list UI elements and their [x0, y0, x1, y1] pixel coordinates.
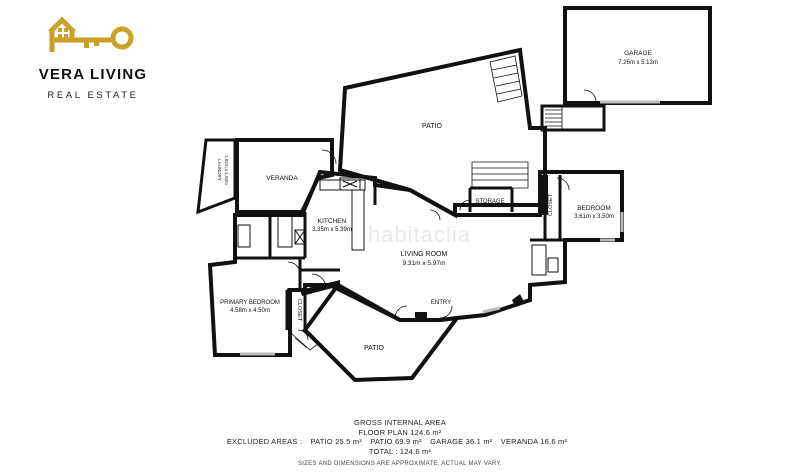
excluded-patio-1: PATIO 25.5 m² — [310, 437, 362, 447]
primary-bedroom-size: 4.58m x 4.50m — [230, 308, 270, 314]
floor-plan-area: FLOOR PLAN 124.6 m² — [358, 427, 442, 437]
disclaimer: SIZES AND DIMENSIONS ARE APPROXIMATE, AC… — [297, 461, 503, 468]
bedroom-size: 3.61m x 3.50m — [574, 214, 614, 220]
area-summary: GROSS INTERNAL AREA FLOOR PLAN 124.6 m² … — [0, 418, 800, 470]
storage-label: STORAGE — [475, 199, 504, 205]
laundry-size: 1.62m x 1.52m — [224, 155, 229, 185]
excluded-veranda: VERANDA 16.6 m² — [500, 437, 568, 447]
closet-right-label: CLOSET — [548, 193, 554, 216]
patio-top-label: PATIO — [422, 123, 443, 130]
garage-size: 7.26m x 5.13m — [618, 60, 658, 66]
laundry-label: LAUNDRY — [217, 159, 222, 180]
watermark: habitaclia — [368, 222, 471, 247]
laundry-walls — [196, 138, 237, 215]
veranda-label: VERANDA — [266, 175, 298, 182]
excluded-garage: GARAGE 36.1 m² — [430, 437, 493, 447]
living-room-size: 9.31m x 5.97m — [403, 260, 446, 267]
excluded-patio-2: PATIO 69.9 m² — [370, 437, 422, 447]
patio-bottom-label: PATIO — [364, 345, 385, 352]
excluded-areas: EXCLUDED AREAS : PATIO 25.5 m² PATIO 69.… — [0, 437, 800, 447]
gross-area-title: GROSS INTERNAL AREA — [354, 418, 446, 427]
brand-logo: VERA LIVING REAL ESTATE — [28, 10, 158, 110]
living-room-label: LIVING ROOM — [401, 251, 448, 258]
house-outer-walls — [207, 169, 624, 357]
patio-bottom-walls — [302, 282, 462, 383]
closet-left-label: CLOSET — [296, 299, 302, 322]
kitchen-size: 3.35m x 5.39m — [312, 227, 352, 233]
primary-bedroom-label: PRIMARY BEDROOM — [220, 300, 280, 306]
excluded-label: EXCLUDED AREAS : — [226, 437, 303, 447]
brand-name: VERA LIVING — [38, 66, 148, 83]
entry-label: ENTRY — [431, 300, 451, 306]
garage-label: GARAGE — [624, 50, 652, 57]
kitchen-label: KITCHEN — [318, 218, 347, 225]
total-area: TOTAL : 124.6 m² — [368, 446, 432, 456]
house-key-icon — [48, 16, 134, 52]
brand-subtitle: REAL ESTATE — [47, 90, 139, 101]
patio-top-walls — [337, 47, 547, 217]
garage-walls — [563, 6, 712, 105]
bedroom-label: BEDROOM — [577, 205, 611, 212]
